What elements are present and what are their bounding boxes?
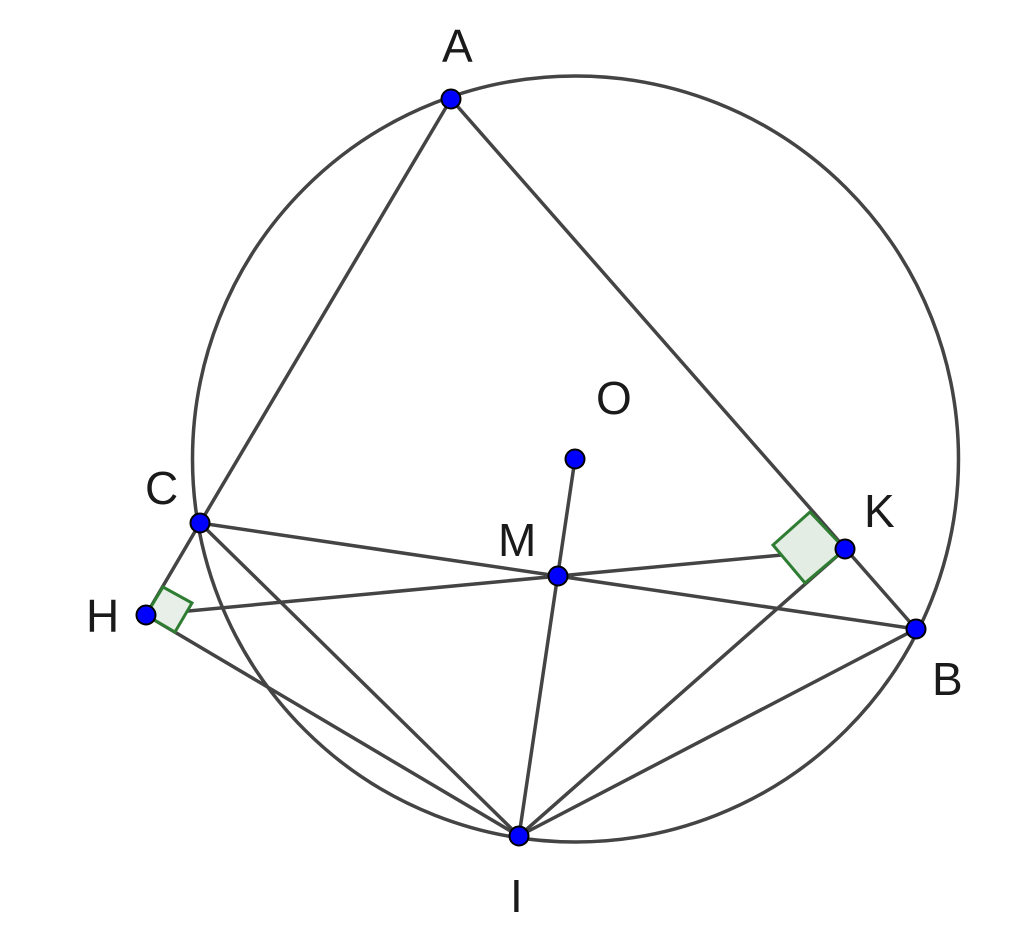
label-a: A — [442, 20, 473, 72]
segment-bi — [518, 627, 917, 838]
circumcircle — [190, 74, 961, 844]
point-c[interactable] — [189, 512, 211, 534]
segment-ac — [198, 98, 453, 524]
point-i[interactable] — [508, 825, 530, 847]
right-angle-marker-k — [770, 509, 848, 586]
label-i: I — [510, 870, 523, 922]
label-c: C — [145, 462, 178, 514]
point-o[interactable] — [564, 448, 586, 470]
segment-oi — [517, 458, 577, 837]
point-b[interactable] — [905, 618, 927, 640]
label-m: M — [498, 514, 536, 566]
segment-hk — [145, 547, 846, 617]
point-a[interactable] — [440, 88, 462, 110]
label-k: K — [864, 485, 895, 537]
point-h[interactable] — [135, 604, 157, 626]
point-m[interactable] — [547, 565, 569, 587]
segment-ci — [198, 521, 521, 838]
segment-ki — [517, 547, 847, 838]
label-o: O — [596, 372, 632, 424]
right-angle-marker-h — [143, 584, 195, 635]
point-k[interactable] — [834, 538, 856, 560]
label-h: H — [86, 590, 119, 642]
segment-hi — [145, 613, 520, 838]
label-b: B — [932, 653, 963, 705]
